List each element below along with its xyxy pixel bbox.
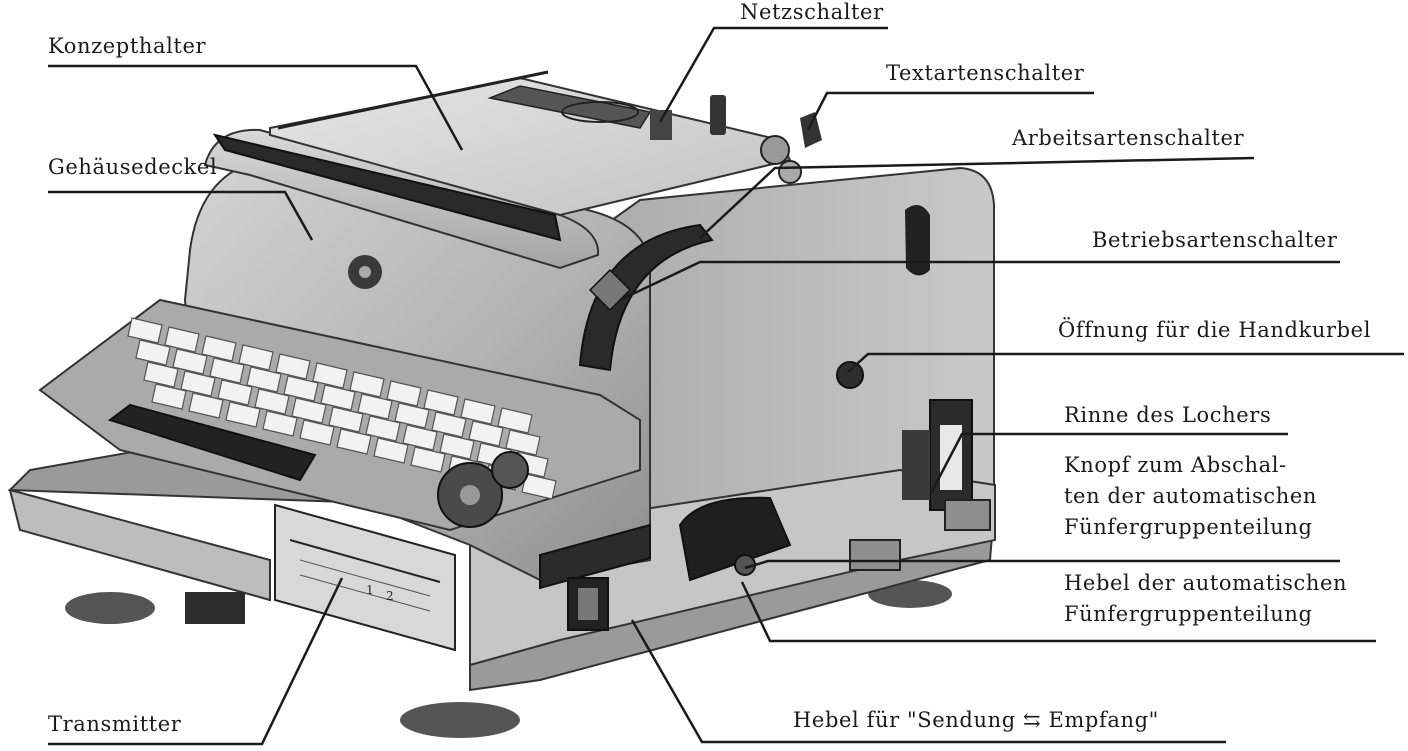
leader-handkurbel: [847, 352, 1404, 373]
key: [312, 362, 348, 389]
key: [373, 437, 409, 464]
platen: [212, 133, 562, 242]
key: [254, 388, 290, 415]
key: [172, 348, 208, 375]
key: [521, 473, 557, 500]
key: [188, 392, 224, 419]
leader-konzepthalter: [48, 64, 464, 151]
key: [143, 361, 179, 388]
label-knopf-line3: Fünfergruppenteilung: [1064, 515, 1313, 539]
label-rinne: Rinne des Lochers: [1064, 403, 1272, 427]
space-bar: [107, 403, 317, 482]
key: [394, 402, 430, 429]
key: [505, 429, 541, 456]
key: [217, 379, 253, 406]
leader-knopf: [744, 559, 1340, 570]
key: [127, 317, 163, 344]
svg-text:2: 2: [386, 589, 394, 603]
key: [225, 401, 261, 428]
key: [357, 393, 393, 420]
leader-rinne: [928, 432, 1288, 496]
label-knopf: Knopf zum Abschal- ten der automatischen…: [1064, 450, 1317, 543]
label-netzschalter: Netzschalter: [740, 0, 884, 24]
key: [468, 420, 504, 447]
key: [431, 411, 467, 438]
leader-arbeitsartenschalter: [699, 156, 1255, 239]
key: [201, 335, 237, 362]
key: [460, 398, 496, 425]
label-konzepthalter: Konzepthalter: [48, 34, 207, 58]
key: [291, 397, 327, 424]
key: [135, 339, 171, 366]
key: [246, 366, 282, 393]
key: [320, 384, 356, 411]
leader-netzschalter: [658, 26, 888, 123]
label-hebel-line1: Hebel der automatischen: [1064, 571, 1348, 595]
key: [423, 389, 459, 416]
label-hebel: Hebel der automatischen Fünfergruppentei…: [1064, 568, 1347, 630]
leader-transmitter: [48, 577, 344, 746]
label-handkurbel: Öffnung für die Handkurbel: [1058, 318, 1372, 342]
leader-hebel: [740, 581, 1376, 643]
label-textartenschalter: Textartenschalter: [886, 61, 1085, 85]
label-hebel-line2: Fünfergruppenteilung: [1064, 602, 1313, 626]
label-knopf-line1: Knopf zum Abschal-: [1064, 453, 1287, 477]
label-transmitter: Transmitter: [48, 712, 182, 736]
key: [328, 406, 364, 433]
svg-text:1: 1: [366, 583, 374, 597]
key: [349, 371, 385, 398]
key: [283, 375, 319, 402]
key: [180, 370, 216, 397]
label-sendung: Hebel für "Sendung ⇆ Empfang": [793, 708, 1159, 732]
key: [275, 353, 311, 380]
key: [410, 446, 446, 473]
key: [402, 424, 438, 451]
machine-feet: [65, 580, 952, 738]
transmitter-panel: 1 2: [274, 503, 456, 652]
label-knopf-line2: ten der automatischen: [1064, 484, 1317, 508]
leader-textartenschalter: [806, 91, 1094, 131]
key: [209, 357, 245, 384]
key: [238, 344, 274, 371]
key: [262, 410, 298, 437]
leader-sendung: [630, 619, 1226, 744]
key: [365, 415, 401, 442]
key: [439, 433, 475, 460]
key: [299, 419, 335, 446]
label-betriebsartenschalter: Betriebsartenschalter: [1092, 228, 1338, 252]
label-arbeitsartenschalter: Arbeitsartenschalter: [1012, 126, 1245, 150]
key: [151, 383, 187, 410]
leader-gehaeusedeckel: [48, 190, 314, 241]
label-gehaeusedeckel: Gehäusedeckel: [48, 155, 218, 179]
key: [336, 428, 372, 455]
leader-betriebsartenschalter: [619, 260, 1340, 302]
key: [164, 326, 200, 353]
key: [497, 407, 533, 434]
key: [386, 380, 422, 407]
